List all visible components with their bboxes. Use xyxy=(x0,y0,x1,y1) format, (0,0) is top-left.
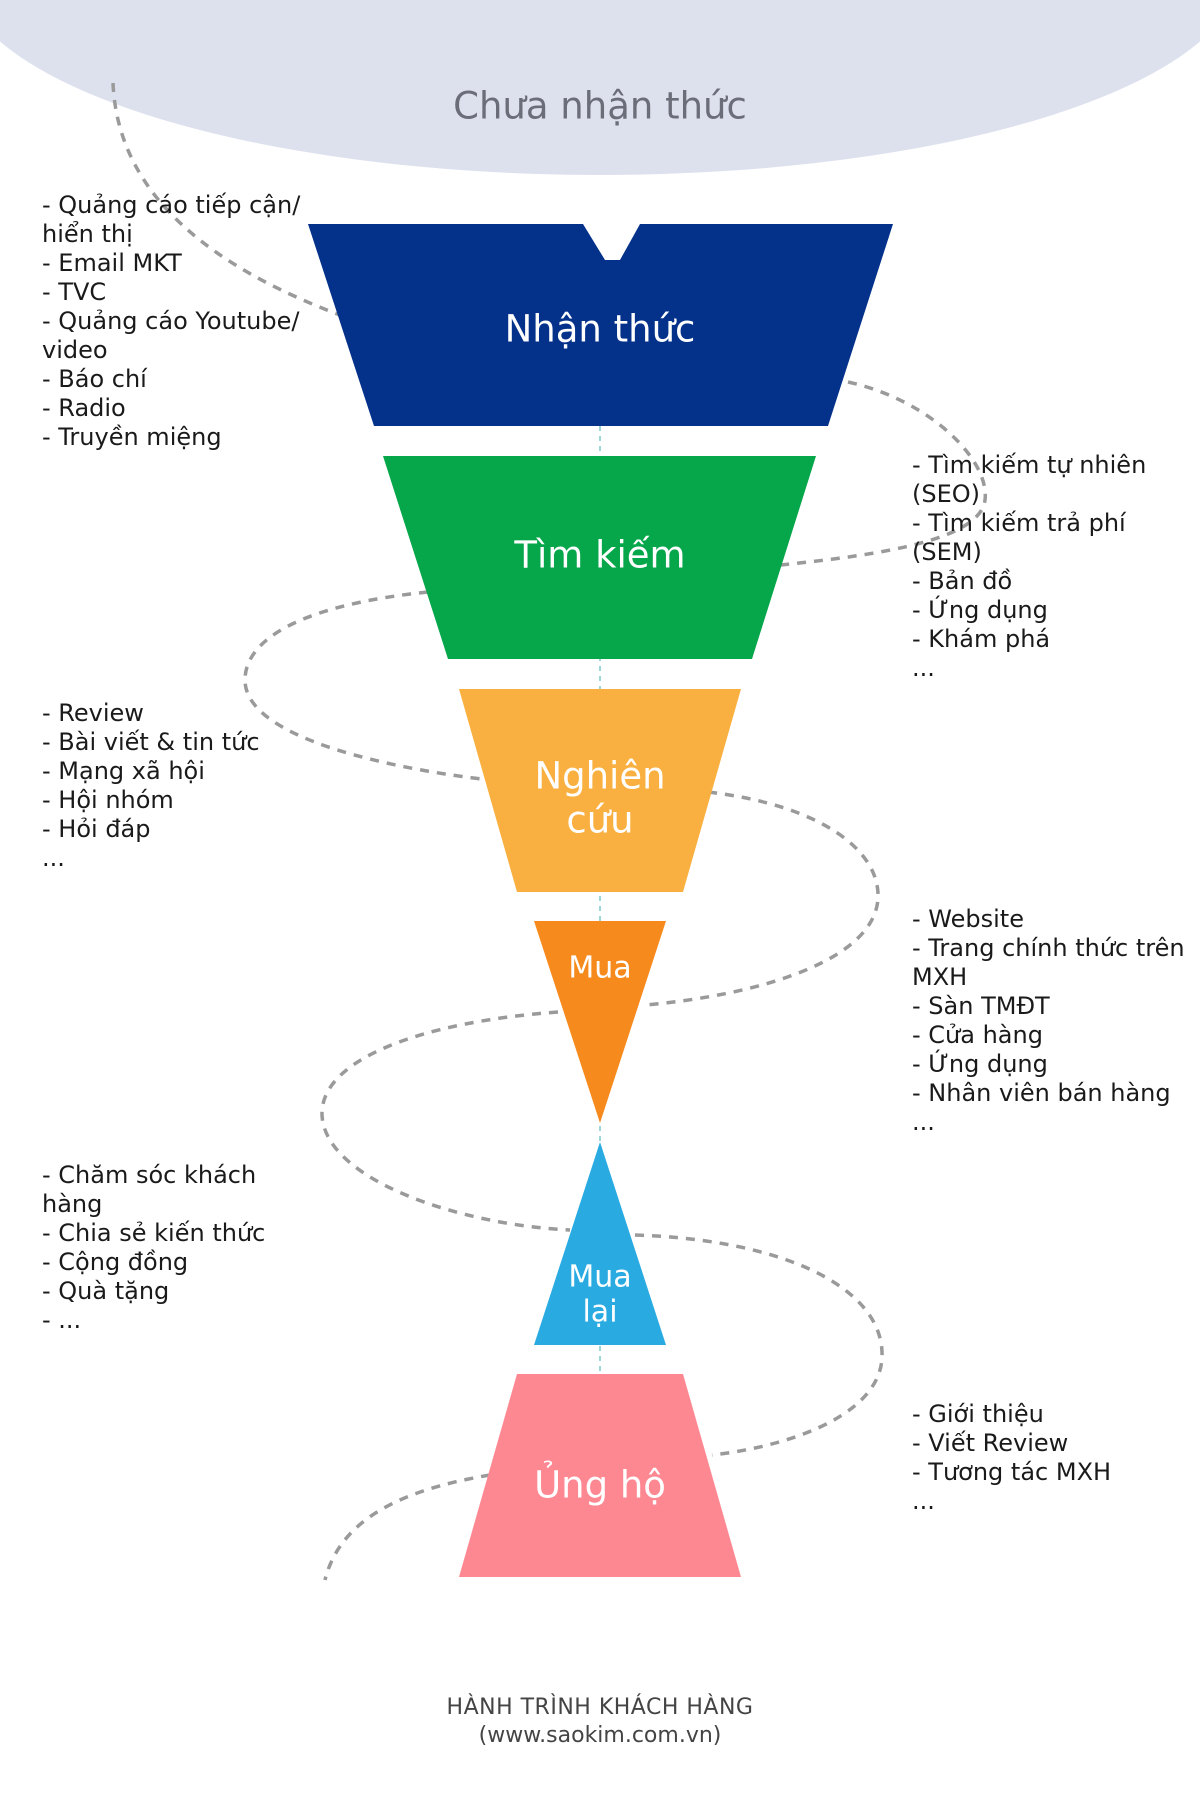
unaware-ellipse xyxy=(0,0,1200,175)
channel-item: ... xyxy=(912,1487,935,1515)
stage-awareness-shape xyxy=(308,224,893,426)
channel-item: - Hỏi đáp xyxy=(42,815,151,843)
footer-title: HÀNH TRÌNH KHÁCH HÀNG xyxy=(446,1695,754,1720)
stage-awareness-label: Nhận thức xyxy=(505,308,696,351)
channel-item: - Chăm sóc khách xyxy=(42,1161,257,1189)
channel-item: - Website xyxy=(912,905,1024,933)
channel-item: - Báo chí xyxy=(42,365,147,393)
channel-item: - Ứng dụng xyxy=(912,1050,1048,1078)
stage-research-label-line1: Nghiên xyxy=(534,755,665,798)
stage-rebuy-shape xyxy=(534,1142,666,1345)
channel-item: - Trang chính thức trên xyxy=(912,934,1185,962)
channel-item: ... xyxy=(912,1108,935,1136)
channel-item: hàng xyxy=(42,1190,103,1218)
journey-connector xyxy=(111,82,987,1581)
channel-item: - Review xyxy=(42,699,144,727)
search-channel-list: - Tìm kiếm tự nhiên(SEO)- Tìm kiếm trả p… xyxy=(912,451,1172,683)
channel-item: hiển thị xyxy=(42,220,133,248)
stage-rebuy-label-line2: lại xyxy=(582,1295,617,1330)
channel-item: - Tìm kiếm tự nhiên xyxy=(912,451,1147,479)
channel-item: - Chia sẻ kiến thức xyxy=(42,1219,266,1247)
channel-item: ... xyxy=(42,844,65,872)
channel-item: - Hội nhóm xyxy=(42,786,174,814)
stage-research-label-line2: cứu xyxy=(566,799,633,842)
channel-item: (SEM) xyxy=(912,538,982,566)
stage-buy-shape xyxy=(534,921,666,1123)
channel-item: - Khám phá xyxy=(912,625,1051,653)
channel-item: - Cửa hàng xyxy=(912,1021,1043,1049)
channel-item: - Email MKT xyxy=(42,249,182,277)
stage-search-label: Tìm kiếm xyxy=(513,534,685,577)
awareness-channel-list: - Quảng cáo tiếp cận/hiển thị- Email MKT… xyxy=(42,191,322,452)
channel-item: - ... xyxy=(42,1306,82,1334)
footer-url: (www.saokim.com.vn) xyxy=(478,1723,722,1748)
channel-item: - Mạng xã hội xyxy=(42,757,205,785)
stage-buy-label: Mua xyxy=(568,951,631,986)
channel-item: - Sàn TMĐT xyxy=(912,992,1050,1020)
channel-item: MXH xyxy=(912,963,968,991)
advocacy-channel-list: - Giới thiệu- Viết Review- Tương tác MXH… xyxy=(912,1400,1172,1516)
channel-item: - Nhân viên bán hàng xyxy=(912,1079,1171,1107)
research-channel-list: - Review- Bài viết & tin tức- Mạng xã hộ… xyxy=(42,699,302,873)
stage-research-shape xyxy=(459,689,741,892)
stage-rebuy-label-line1: Mua xyxy=(568,1260,631,1295)
channel-item: - TVC xyxy=(42,278,107,306)
channel-item: video xyxy=(42,336,108,364)
channel-item: - Ứng dụng xyxy=(912,596,1048,624)
channel-item: - Quảng cáo tiếp cận/ xyxy=(42,191,301,219)
channel-item: - Bài viết & tin tức xyxy=(42,728,260,756)
channel-item: - Viết Review xyxy=(912,1429,1069,1457)
channel-item: - Radio xyxy=(42,394,126,422)
channel-item: (SEO) xyxy=(912,480,981,508)
channel-item: - Quà tặng xyxy=(42,1277,170,1305)
channel-item: - Cộng đồng xyxy=(42,1248,189,1276)
channel-item: - Bản đồ xyxy=(912,567,1013,595)
stage-advocacy-shape xyxy=(459,1374,741,1577)
channel-item: - Truyền miệng xyxy=(42,423,222,451)
unaware-label: Chưa nhận thức xyxy=(453,85,747,128)
stage-advocacy-label: Ủng hộ xyxy=(534,1461,666,1507)
channel-item: - Quảng cáo Youtube/ xyxy=(42,307,300,335)
channel-item: - Tương tác MXH xyxy=(912,1458,1112,1486)
channel-item: - Tìm kiếm trả phí xyxy=(912,509,1126,537)
channel-item: ... xyxy=(912,654,935,682)
stage-search-shape xyxy=(383,456,816,659)
channel-item: - Giới thiệu xyxy=(912,1400,1044,1428)
